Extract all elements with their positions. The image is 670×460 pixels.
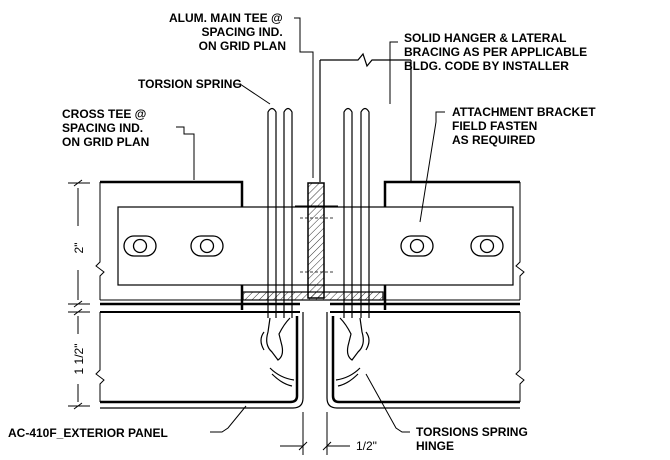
dimension-2in-label: 2" (72, 243, 86, 254)
dimension-gap (280, 412, 350, 455)
label-exterior-panel: AC-410F_EXTERIOR PANEL (8, 426, 168, 440)
label-attachment-bracket: ATTACHMENT BRACKET FIELD FASTEN AS REQUI… (452, 105, 599, 147)
right-break-lines (515, 182, 525, 402)
left-break-lines (95, 182, 105, 402)
dimension-1-1-2in (68, 308, 90, 410)
dimension-gap-label: 1/2" (356, 439, 377, 453)
main-tee-section (242, 182, 384, 301)
slot-hole (190, 235, 224, 257)
bracket-slot-holes (123, 235, 504, 257)
label-cross-tee: CROSS TEE @ SPACING IND. ON GRID PLAN (62, 107, 150, 149)
dimension-2in (68, 179, 90, 308)
slot-hole (470, 235, 504, 257)
slot-hole (400, 235, 434, 257)
dimension-1-1-2in-label: 1 1/2" (72, 344, 86, 375)
torsion-spring-right (335, 107, 370, 387)
slot-hole (123, 235, 157, 257)
label-hinge: TORSIONS SPRING HINGE (416, 425, 531, 453)
exterior-panel-left (100, 311, 304, 409)
label-torsion-spring: TORSION SPRING (138, 77, 242, 91)
label-hanger: SOLID HANGER & LATERAL BRACING AS PER AP… (404, 31, 590, 73)
leader-lines (176, 17, 445, 433)
hanger-member (319, 52, 412, 182)
torsion-spring-left (260, 107, 295, 387)
label-main-tee: ALUM. MAIN TEE @ SPACING IND. ON GRID PL… (169, 11, 286, 53)
exterior-panel-right (326, 311, 520, 409)
